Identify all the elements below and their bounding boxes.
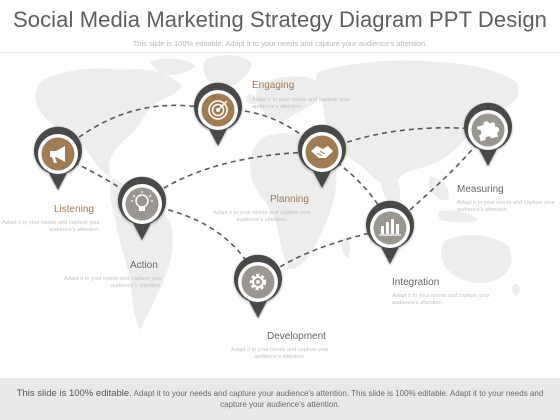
pin-measuring <box>464 102 512 166</box>
pin-integration-fill <box>373 211 407 245</box>
footer-lead: This slide is 100% editable. <box>16 388 132 399</box>
path-listening-engaging <box>57 104 219 155</box>
listening-label: Listening <box>54 204 95 215</box>
listening-description: Adapt it to your needs and capture your … <box>2 220 100 233</box>
engaging-description: Adapt it to your needs and capture your … <box>252 97 350 110</box>
measuring-description: Adapt it to your needs and capture your … <box>457 200 555 213</box>
target-icon <box>208 100 228 120</box>
title-divider <box>0 52 560 53</box>
lightbulb-icon <box>131 191 153 211</box>
pin-integration <box>366 200 414 264</box>
bar-chart-icon <box>379 219 401 236</box>
gear-icon <box>249 273 267 291</box>
integration-label: Integration <box>392 277 440 288</box>
footer-bar: This slide is 100% editable. Adapt it to… <box>0 378 560 420</box>
footer-text: This slide is 100% editable. Adapt it to… <box>8 388 553 410</box>
measuring-label: Measuring <box>457 184 504 195</box>
integration-description: Adapt it to your needs and capture your … <box>392 293 490 306</box>
handshake-icon <box>311 146 333 158</box>
pin-planning <box>298 124 346 188</box>
pin-engaging <box>194 82 242 146</box>
planning-description: Adapt it to your needs and capture your … <box>213 210 311 223</box>
development-description: Adapt it to your needs and capture your … <box>231 347 329 360</box>
action-label: Action <box>130 260 158 271</box>
footer-body: Adapt it to your needs and capture your … <box>133 389 544 409</box>
action-description: Adapt it to your needs and capture your … <box>64 276 162 289</box>
pin-action <box>118 176 166 240</box>
development-label: Development <box>267 331 326 342</box>
pin-listening <box>34 126 82 190</box>
planning-label: Planning <box>270 194 309 205</box>
puzzle-icon <box>476 121 500 142</box>
pin-development <box>234 254 282 318</box>
engaging-label: Engaging <box>252 80 295 91</box>
megaphone-icon <box>50 146 65 163</box>
slide-subtitle: This slide is 100% editable. Adapt it to… <box>132 39 428 48</box>
path-integration-measuring <box>389 129 489 229</box>
slide-title: Social Media Marketing Strategy Diagram … <box>12 7 548 32</box>
